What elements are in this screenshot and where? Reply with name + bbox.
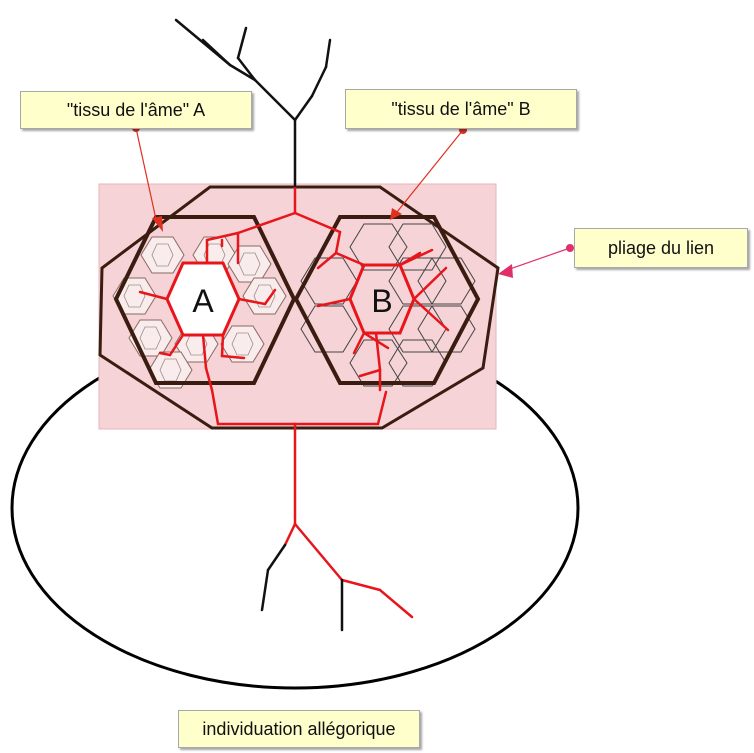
hex-a-label: A [192,283,214,319]
callout-tissue-a: "tissu de l'âme" A [20,91,252,129]
hex-b-label: B [371,283,392,319]
callout-fold: pliage du lien [574,228,748,268]
callout-tissue-b: "tissu de l'âme" B [345,89,577,129]
caption-individuation: individuation allégorique [178,710,420,748]
